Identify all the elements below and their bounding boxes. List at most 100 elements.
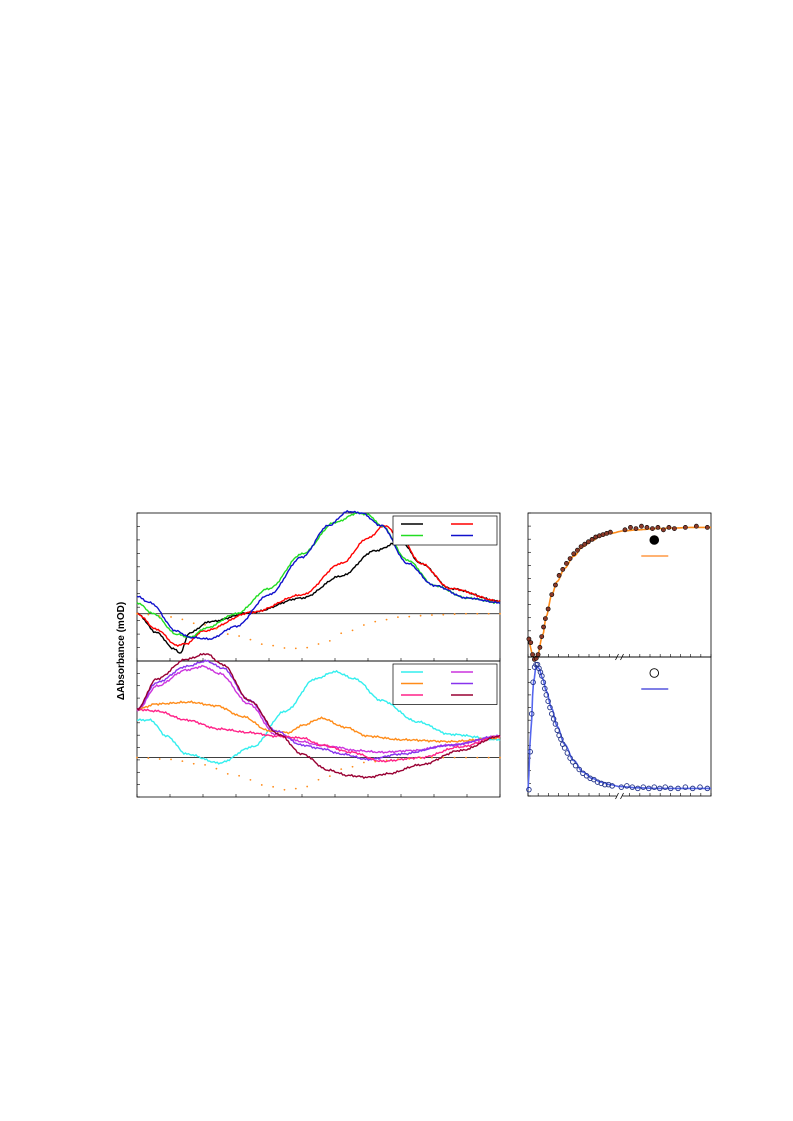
dotted-series-point [215, 767, 218, 770]
data-point [575, 547, 580, 553]
dotted-series-point [431, 614, 433, 616]
dotted-series-point [397, 616, 399, 618]
dotted-series-point [249, 778, 252, 781]
data-point [704, 785, 711, 792]
plot-frame [136, 660, 501, 798]
dotted-series-point [408, 615, 411, 618]
dotted-series-point [238, 635, 240, 637]
data-point [558, 736, 564, 742]
data-point [583, 773, 590, 779]
series-line [136, 524, 501, 648]
dotted-series-point [283, 788, 286, 791]
legend-box [392, 515, 498, 546]
data-point [697, 784, 703, 790]
dotted-series-point [419, 614, 422, 617]
data-point [564, 561, 569, 566]
legend-marker-filled [649, 535, 660, 545]
dotted-series-point [328, 639, 331, 642]
data-point [662, 784, 669, 790]
dotted-series-point [499, 612, 501, 615]
data-point [704, 525, 710, 530]
data-point [541, 624, 546, 630]
dotted-series-point [158, 758, 161, 760]
dotted-series-point [192, 622, 195, 625]
dotted-series-point [204, 764, 206, 766]
dotted-series-point [328, 775, 331, 778]
dotted-series-point [340, 768, 343, 771]
data-point [545, 698, 551, 704]
data-point [545, 606, 551, 612]
series-line [136, 652, 501, 780]
data-point [560, 567, 566, 572]
dotted-series-point [306, 646, 309, 649]
data-point [682, 784, 689, 790]
chart-panel-top-left [136, 509, 501, 662]
fit-curve [527, 526, 711, 658]
data-point [530, 679, 536, 686]
dotted-series-point [476, 756, 479, 759]
dotted-series-point [453, 756, 456, 759]
data-point [547, 704, 553, 711]
data-point [587, 775, 593, 782]
dotted-series-point [362, 624, 365, 626]
data-point [598, 780, 604, 787]
data-point [528, 640, 534, 645]
dotted-series-point [317, 643, 320, 645]
dotted-series-point [294, 787, 297, 790]
dotted-series-point [158, 615, 161, 618]
dotted-series-point [260, 643, 263, 645]
dotted-series-point [317, 778, 320, 781]
data-point [651, 784, 658, 790]
dotted-series-point [147, 757, 150, 760]
series-line [136, 700, 501, 744]
series-line [137, 669, 501, 765]
data-point [570, 759, 576, 765]
axis-break-gap [616, 793, 623, 799]
dotted-series-point [385, 759, 388, 762]
data-point [567, 556, 573, 561]
axis-break-mark [615, 792, 619, 800]
dotted-series-point [351, 629, 354, 632]
data-point [635, 785, 641, 792]
data-point [622, 527, 628, 533]
data-point [552, 721, 559, 727]
dotted-series-point [374, 620, 377, 623]
data-point [657, 785, 663, 792]
dotted-series-point [204, 624, 206, 626]
dotted-series-point [294, 647, 297, 650]
data-point [571, 551, 577, 557]
data-point [578, 544, 584, 549]
legend-marker-open [649, 668, 660, 678]
chart-panel-top-right [526, 512, 712, 662]
dotted-series-point [499, 756, 501, 759]
dotted-series-point [170, 616, 172, 618]
axis-break-mark [620, 792, 624, 800]
data-point [543, 692, 550, 698]
data-point [553, 582, 558, 588]
dotted-series-point [181, 618, 184, 621]
data-point [646, 785, 652, 792]
data-point [633, 526, 639, 531]
series-line [136, 509, 501, 641]
data-point [629, 784, 636, 790]
dotted-series-point [215, 627, 218, 630]
data-point [537, 645, 543, 650]
data-point [556, 573, 562, 578]
data-point [567, 755, 573, 761]
dotted-series-point [362, 761, 365, 764]
dotted-series-point [487, 612, 490, 615]
data-point [639, 523, 644, 529]
data-point [618, 784, 625, 790]
data-point [539, 673, 545, 679]
dotted-series-point [136, 612, 138, 615]
data-point [594, 779, 601, 785]
dotted-series-point [170, 758, 172, 761]
dotted-series-point [419, 757, 422, 760]
data-point [644, 525, 650, 530]
dotted-series-point [226, 633, 229, 635]
dotted-series-point [181, 760, 184, 763]
data-point [564, 750, 571, 756]
dotted-series-point [147, 613, 150, 616]
fit-curve [527, 664, 711, 790]
